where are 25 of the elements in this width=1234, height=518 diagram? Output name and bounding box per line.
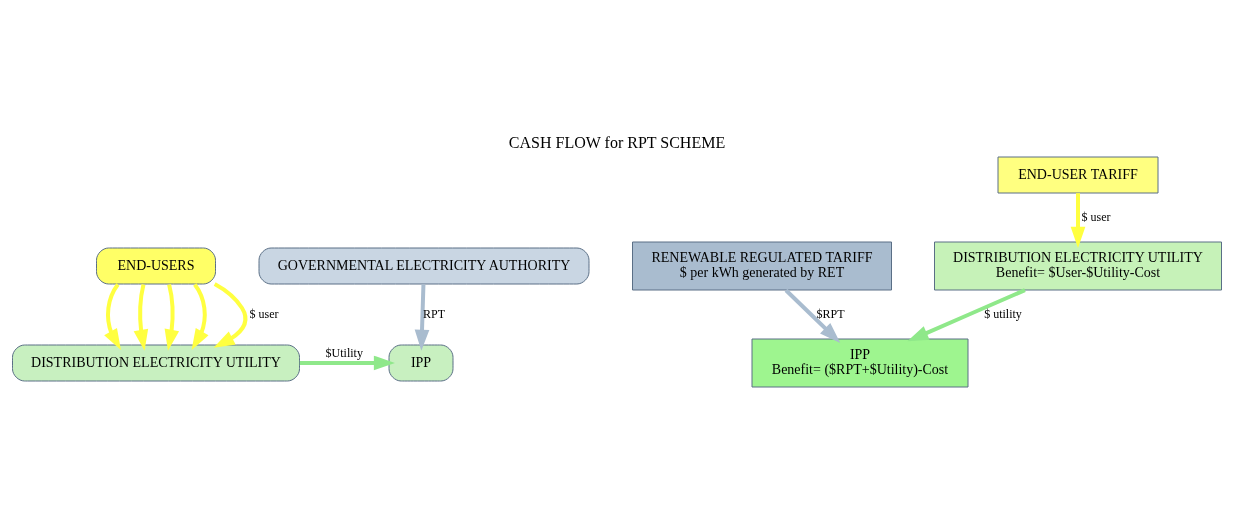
arrow bbox=[299, 355, 395, 371]
node-box: END-USER TARIFF bbox=[997, 156, 1159, 194]
node-box: DISTRIBUTION ELECTRICITY UTILITY Benefit= $User-$Utility-Cost bbox=[934, 241, 1222, 291]
arrow bbox=[1070, 193, 1086, 248]
arrow bbox=[213, 282, 248, 348]
edge-label: $ utility bbox=[984, 306, 1022, 321]
arrow bbox=[164, 283, 180, 351]
arrow bbox=[907, 288, 1026, 342]
arrow bbox=[104, 283, 121, 350]
node-box: GOVERNMENTAL ELECTRICITY AUTHORITY bbox=[258, 247, 590, 285]
edge-label: $ user bbox=[1081, 209, 1111, 224]
edge-label: $ user bbox=[249, 306, 279, 321]
node-box: IPP bbox=[388, 344, 454, 382]
node-box: DISTRIBUTION ELECTRICITY UTILITY bbox=[12, 344, 300, 382]
diagram-title: CASH FLOW for RPT SCHEME bbox=[508, 133, 726, 151]
edge-label: RPT bbox=[422, 306, 446, 321]
edge-label: $RPT bbox=[816, 306, 845, 321]
arrow bbox=[191, 283, 209, 350]
arrow bbox=[784, 288, 841, 343]
arrow bbox=[414, 284, 430, 351]
node-box: RENEWABLE REGULATED TARIFF $ per kWh generated by RET bbox=[632, 241, 892, 291]
arrow bbox=[133, 283, 149, 351]
edge-label: $Utility bbox=[325, 345, 363, 360]
node-box: IPP Benefit= ($RPT+$Utility)-Cost bbox=[751, 338, 969, 388]
node-box: END-USERS bbox=[96, 247, 216, 285]
